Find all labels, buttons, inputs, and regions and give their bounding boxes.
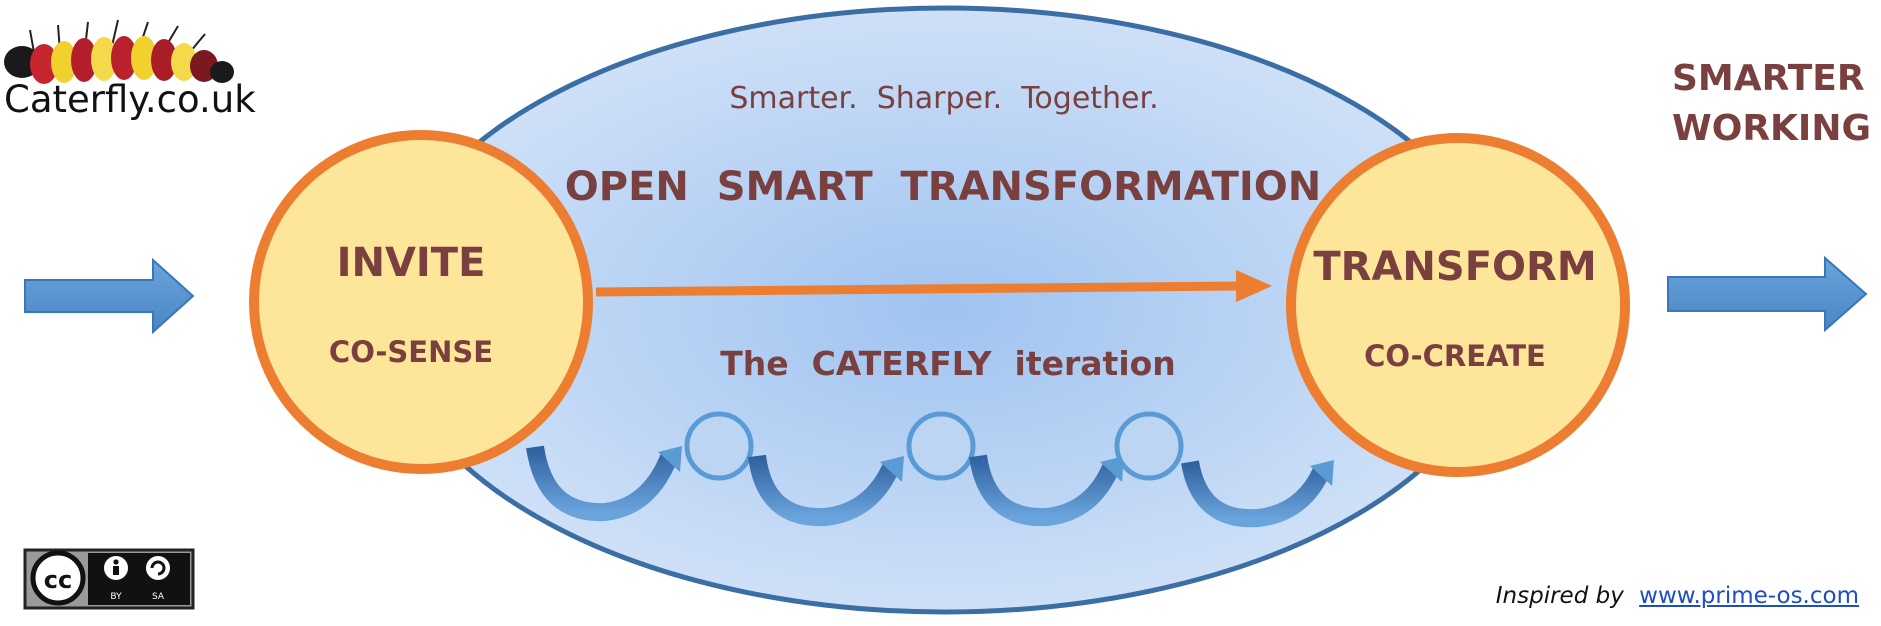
connector-arrow-icon: [595, 270, 1272, 302]
iteration-hook-icon: [1181, 460, 1334, 528]
invite-node: [249, 130, 593, 474]
ellipse-title: OPEN SMART TRANSFORMATION: [565, 164, 1321, 210]
prime-os-link[interactable]: www.prime-os.com: [1639, 583, 1859, 609]
svg-text:cc: cc: [44, 566, 72, 594]
outcome-label: SMARTER WORKING: [1672, 54, 1871, 154]
inbound-arrow-icon: [24, 257, 195, 335]
invite-node-subtitle: CO-SENSE: [329, 335, 493, 369]
ellipse-tagline: Smarter. Sharper. Together.: [729, 81, 1158, 116]
iteration-label: The CATERFLY iteration: [720, 344, 1176, 383]
iteration-bubble: [684, 411, 754, 481]
iteration-cycle: [526, 411, 1334, 528]
transform-node: [1286, 133, 1630, 477]
transform-node-subtitle: CO-CREATE: [1364, 339, 1546, 373]
transform-node-title: TRANSFORM: [1313, 244, 1596, 290]
outbound-arrow-icon: [1667, 255, 1868, 333]
caterpillar-icon: [4, 19, 234, 84]
invite-node-title: INVITE: [337, 240, 486, 286]
svg-text:BY: BY: [110, 592, 122, 602]
outcome-line-1: SMARTER: [1672, 58, 1865, 99]
credit-prefix: Inspired by: [1495, 583, 1624, 609]
outcome-line-2: WORKING: [1672, 108, 1872, 149]
credit-line: Inspired by www.prime-os.com: [1496, 583, 1859, 609]
iteration-hook-icon: [969, 454, 1124, 527]
creative-commons-by-sa-icon: cc BY SA: [23, 548, 195, 610]
iteration-bubble: [1114, 411, 1184, 481]
iteration-hook-icon: [526, 445, 682, 522]
iteration-bubble: [906, 411, 976, 481]
iteration-hook-icon: [748, 454, 904, 527]
brand-name: Caterfly.co.uk: [4, 78, 256, 121]
svg-text:SA: SA: [152, 592, 165, 602]
